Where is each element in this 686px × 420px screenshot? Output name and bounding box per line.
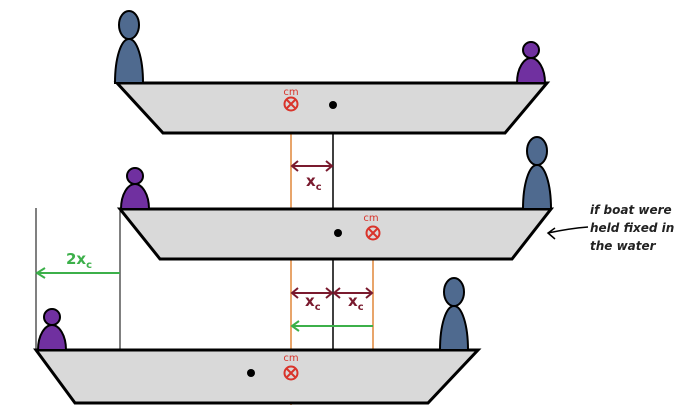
xc-label: xc [306, 172, 322, 193]
xc-arrows-middle [290, 287, 374, 299]
note-line-1: if boat were [590, 203, 672, 217]
boat-bottom: cm [33, 277, 482, 405]
purple-person-icon [120, 167, 150, 210]
boat-top: cm [113, 10, 551, 135]
cm-label: cm [363, 213, 378, 224]
blue-person-icon [439, 277, 469, 351]
cm-label: cm [283, 87, 298, 98]
2xc-label: 2xc [66, 250, 92, 271]
note-line-3: the water [590, 239, 657, 253]
note-arrow-icon [546, 226, 589, 240]
boat-center-dot [329, 101, 337, 109]
blue-person-icon [114, 10, 144, 84]
purple-person-icon [37, 308, 67, 351]
cm-label: cm [283, 353, 298, 364]
cm-shift-arrow [290, 320, 373, 332]
boat-center-dot [334, 229, 342, 237]
xc-arrow-top [290, 160, 334, 172]
note-line-2: held fixed in [590, 221, 674, 235]
xc-label: xc [305, 292, 321, 313]
boat-middle: cm [116, 136, 555, 261]
boat-center-dot [247, 369, 255, 377]
purple-person-icon [516, 41, 546, 84]
xc-label: xc [348, 292, 364, 313]
boat-shift-arrow [35, 267, 120, 279]
blue-person-icon [522, 136, 552, 210]
